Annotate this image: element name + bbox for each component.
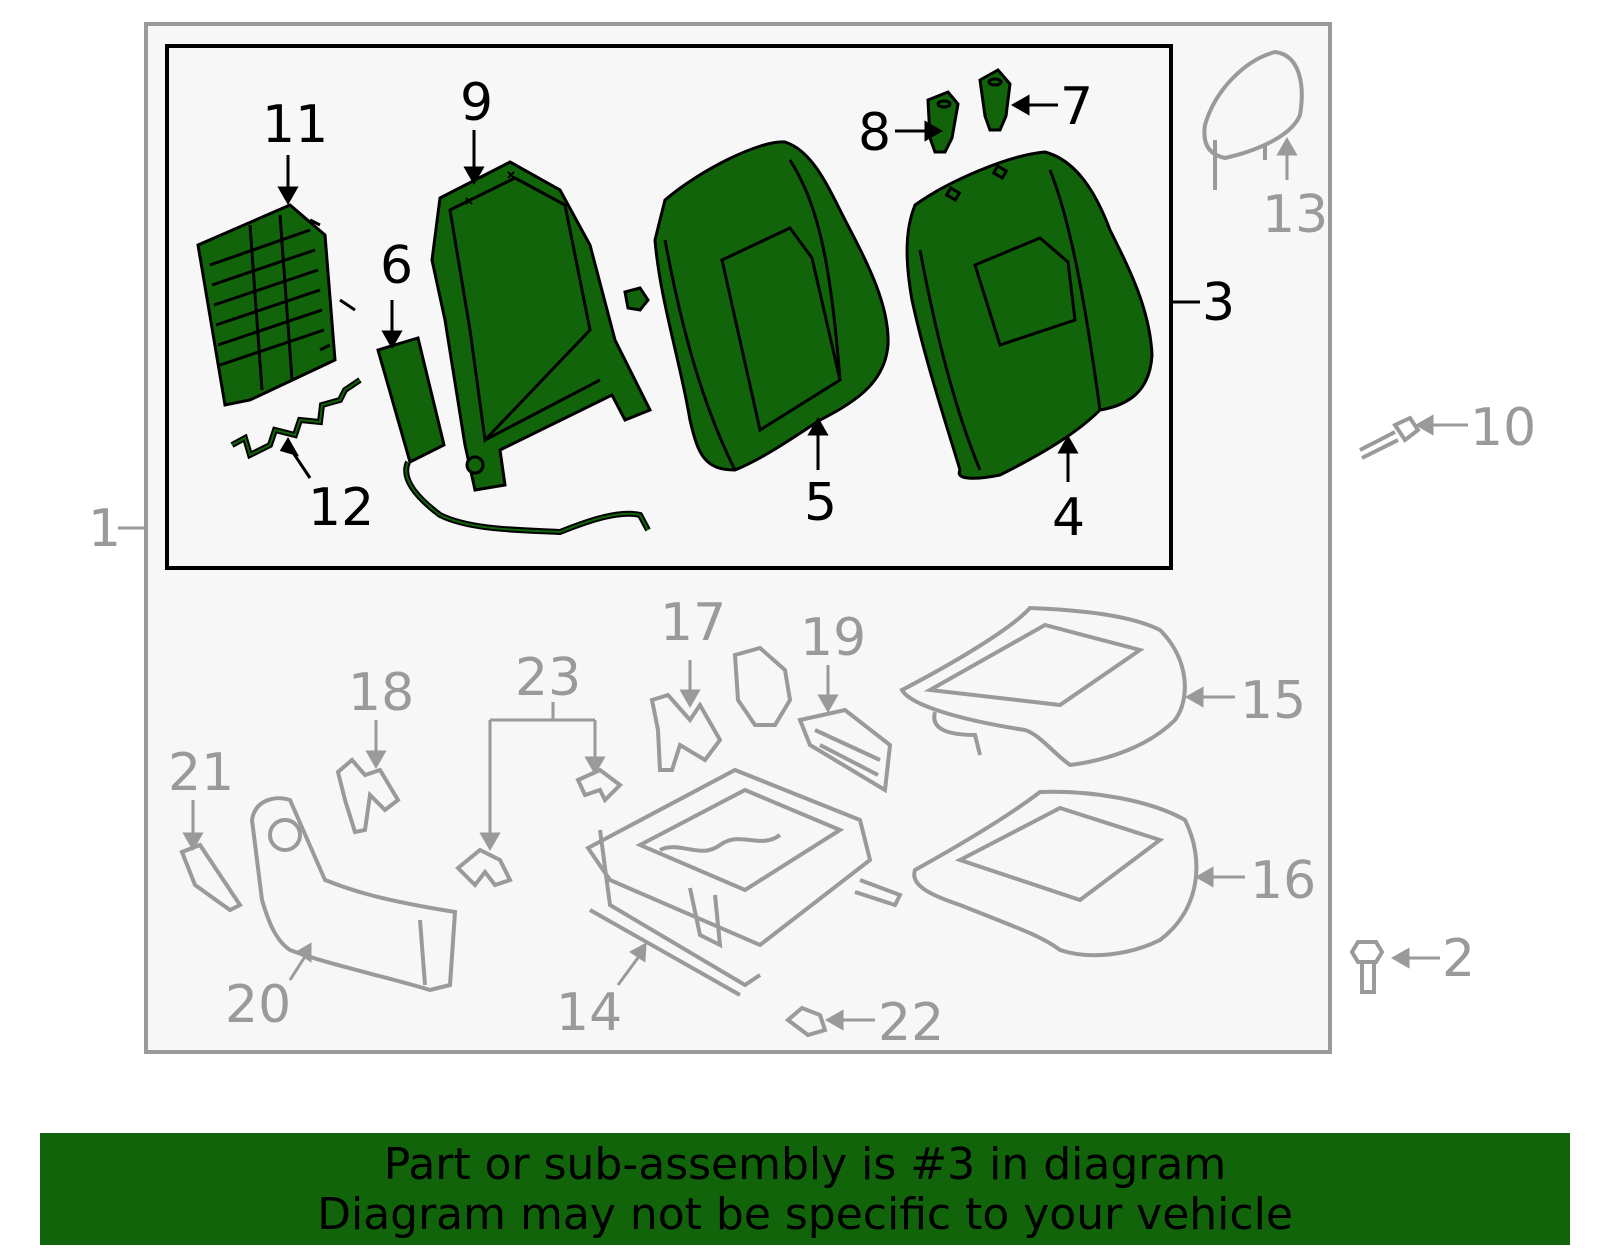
callout-7: 7 (1060, 77, 1093, 137)
part-4-seat-back-cover (905, 150, 1154, 480)
callout-9: 9 (460, 73, 493, 133)
callout-20: 20 (225, 975, 291, 1035)
part-7-headrest-guide (978, 68, 1012, 132)
part-20-side-shield (249, 796, 458, 993)
banner-line-2: Diagram may not be specific to your vehi… (317, 1189, 1293, 1240)
part-15-seat-cushion-pad (899, 605, 1187, 768)
part-6-side-airbag (376, 336, 651, 536)
part-2-bolt (1349, 940, 1385, 994)
part-22-clip (784, 1005, 828, 1038)
callout-4: 4 (1052, 488, 1085, 548)
part-14-seat-cushion-frame (585, 767, 903, 997)
callout-22: 22 (878, 993, 944, 1053)
callout-6: 6 (380, 236, 413, 296)
part-13-headrest (1202, 49, 1304, 190)
callout-12: 12 (308, 478, 374, 538)
info-banner: Part or sub-assembly is #3 in diagram Di… (40, 1133, 1570, 1245)
part-12-lumbar-wire-core (231, 379, 361, 457)
callout-1: 1 (88, 499, 121, 559)
callout-15: 15 (1240, 671, 1306, 731)
part-18-clip (335, 757, 401, 835)
callout-18: 18 (348, 663, 414, 723)
leader-lines-grey (118, 136, 1468, 1031)
callout-3: 3 (1202, 273, 1235, 333)
banner-line-1: Part or sub-assembly is #3 in diagram (383, 1139, 1227, 1190)
part-10-bolt (1359, 415, 1421, 460)
callout-19: 19 (800, 608, 866, 668)
callout-10: 10 (1470, 398, 1536, 458)
callout-23: 23 (515, 648, 581, 708)
grommet-icon (623, 286, 650, 312)
part-9-seat-back-frame (430, 160, 653, 492)
part-8-headrest-guide (926, 90, 960, 154)
part-16-seat-cushion-cover (912, 789, 1199, 958)
leader-lines-dark (277, 94, 1200, 482)
part-23-clips (455, 767, 624, 889)
part-11-lumbar-support (196, 203, 356, 407)
callout-17: 17 (660, 593, 726, 653)
callout-8: 8 (858, 103, 891, 163)
callout-11: 11 (262, 95, 328, 155)
callout-13: 13 (1262, 185, 1328, 245)
part-17-bracket (649, 692, 723, 772)
callout-21: 21 (168, 743, 234, 803)
callout-16: 16 (1250, 851, 1316, 911)
part-5-seat-back-pad (653, 140, 890, 472)
callout-5: 5 (804, 473, 837, 533)
callout-2: 2 (1442, 929, 1475, 989)
part-21-trim (179, 842, 243, 913)
part-19-cover (732, 645, 893, 794)
callout-14: 14 (556, 983, 622, 1043)
